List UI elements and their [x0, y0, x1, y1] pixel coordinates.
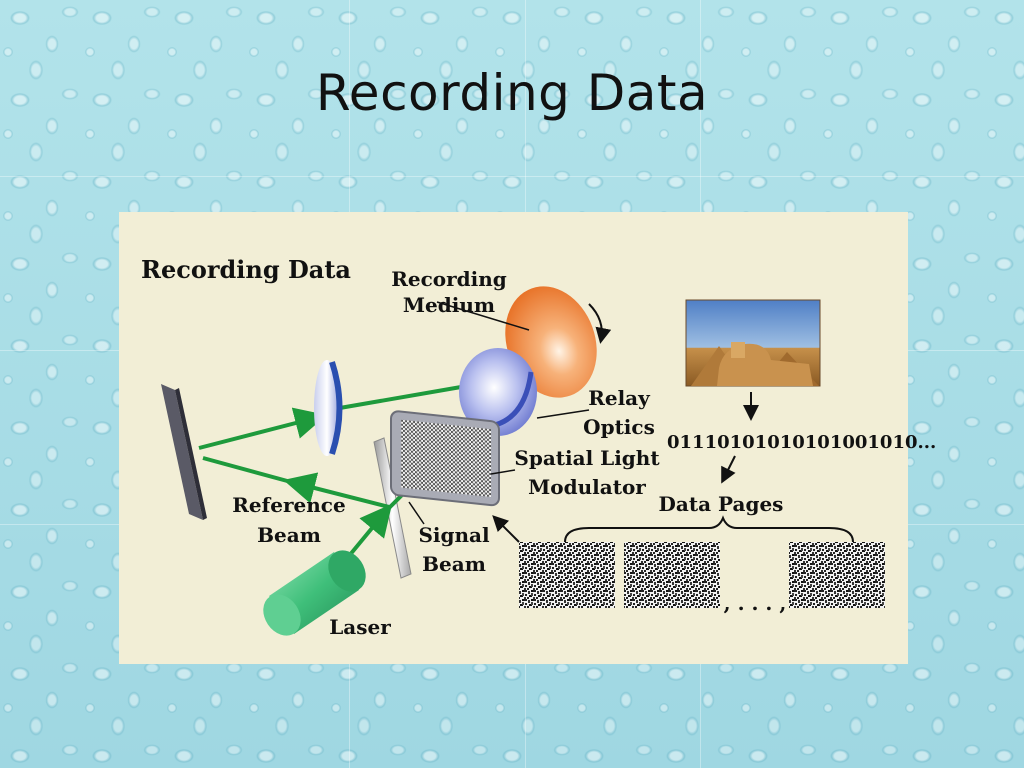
- sphinx-photo: [685, 299, 821, 387]
- label-reference-beam: Beam: [257, 523, 321, 547]
- diagram-heading: Recording Data: [141, 255, 351, 284]
- label-relay: Relay: [588, 386, 651, 410]
- data-pages-brace: [564, 515, 854, 543]
- pointer-medium: [436, 301, 530, 331]
- label-medium: Medium: [403, 293, 495, 317]
- data-to-slm-arrow-icon: [492, 515, 520, 543]
- beam-mirror-to-lens: [198, 407, 327, 450]
- beam-lens-to-relay: [333, 385, 462, 411]
- pointer-signal: [408, 501, 425, 525]
- collimating-lens-rim: [329, 361, 343, 455]
- label-reference: Reference: [232, 493, 345, 517]
- spatial-light-modulator: [390, 410, 500, 507]
- collimating-lens: [314, 360, 340, 456]
- label-modulator: Modulator: [528, 475, 646, 499]
- data-page-2: [624, 542, 720, 608]
- label-signal: Signal: [418, 523, 490, 547]
- label-signal-beam: Beam: [422, 552, 486, 576]
- diagram-panel: Recording Data Recording Medium Relay Op…: [119, 212, 936, 664]
- pointer-relay: [536, 409, 590, 419]
- data-page-n: [789, 542, 885, 608]
- reference-beam-line: [283, 472, 390, 509]
- label-laser: Laser: [329, 615, 391, 639]
- reference-beam-line-2: [202, 456, 292, 484]
- pointer-slm: [490, 469, 516, 475]
- binary-string: 01110101010101001010...: [667, 432, 936, 453]
- data-page-1: [519, 542, 615, 608]
- holographic-recording-diagram: Recording Data Recording Medium Relay Op…: [141, 255, 936, 639]
- label-recording: Recording: [391, 267, 507, 291]
- label-optics: Optics: [583, 415, 655, 439]
- relay-optics-lens: [459, 348, 537, 436]
- laser-cylinder: [263, 550, 366, 636]
- data-pages-ellipsis: , . . . ,: [724, 591, 787, 615]
- slide-title: Recording Data: [315, 64, 709, 122]
- mirror-left: [161, 384, 203, 520]
- mirror-left-edge: [175, 388, 207, 520]
- label-data-pages: Data Pages: [659, 492, 784, 516]
- label-spatial-light: Spatial Light: [514, 446, 660, 470]
- rotation-arrow-icon: [588, 303, 612, 344]
- binary-to-pages-arrow-icon: [721, 455, 736, 484]
- grid-line: [0, 176, 1024, 177]
